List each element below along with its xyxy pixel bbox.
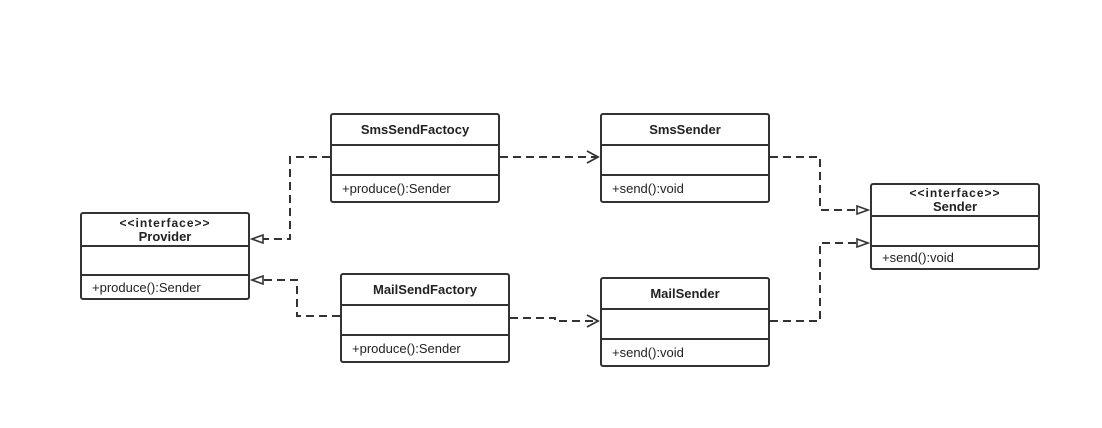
class-name: SmsSender <box>649 121 721 137</box>
mail-sender-realizes-sender <box>770 243 868 322</box>
operation-label: +produce():Sender <box>352 341 461 356</box>
attributes-compartment <box>82 247 248 276</box>
attributes-compartment <box>342 306 508 336</box>
attributes-compartment <box>602 310 768 340</box>
operation-label: +send():void <box>612 345 684 360</box>
class-header: <<interface>> Sender <box>872 185 1038 217</box>
attributes-compartment <box>872 217 1038 247</box>
sender-interface-box[interactable]: <<interface>> Sender +send():void <box>870 183 1040 270</box>
class-header: SmsSendFactocy <box>332 115 498 146</box>
mail-factory-realizes-provider <box>252 280 340 317</box>
provider-interface-box[interactable]: <<interface>> Provider +produce():Sender <box>80 212 250 300</box>
operations-compartment: +send():void <box>872 247 1038 268</box>
class-name: Provider <box>138 228 192 244</box>
attributes-compartment <box>332 146 498 176</box>
class-name: SmsSendFactocy <box>360 121 470 137</box>
operations-compartment: +produce():Sender <box>342 336 508 361</box>
class-name: MailSendFactory <box>372 281 478 297</box>
class-header: <<interface>> Provider <box>82 214 248 247</box>
sms-factory-realizes-provider <box>252 156 330 239</box>
class-name: MailSender <box>650 285 720 301</box>
operation-label: +produce():Sender <box>342 181 451 196</box>
class-header: SmsSender <box>602 115 768 146</box>
operation-label: +send():void <box>612 181 684 196</box>
sms-sender-realizes-sender <box>770 156 868 210</box>
operations-compartment: +send():void <box>602 176 768 201</box>
class-header: MailSender <box>602 279 768 310</box>
stereotype-label: <<interface>> <box>119 215 211 230</box>
class-name: Sender <box>932 199 978 214</box>
operations-compartment: +produce():Sender <box>332 176 498 201</box>
mail-sender-box[interactable]: MailSender +send():void <box>600 277 770 367</box>
attributes-compartment <box>602 146 768 176</box>
operation-label: +send():void <box>882 250 954 265</box>
stereotype-label: <<interface>> <box>909 186 1001 200</box>
operation-label: +produce():Sender <box>92 279 201 295</box>
mail-factory-depends-mail-sender <box>510 314 600 328</box>
class-header: MailSendFactory <box>342 275 508 306</box>
mail-send-factory-box[interactable]: MailSendFactory +produce():Sender <box>340 273 510 363</box>
sms-send-factory-box[interactable]: SmsSendFactocy +produce():Sender <box>330 113 500 203</box>
sms-sender-box[interactable]: SmsSender +send():void <box>600 113 770 203</box>
operations-compartment: +produce():Sender <box>82 276 248 298</box>
operations-compartment: +send():void <box>602 340 768 365</box>
